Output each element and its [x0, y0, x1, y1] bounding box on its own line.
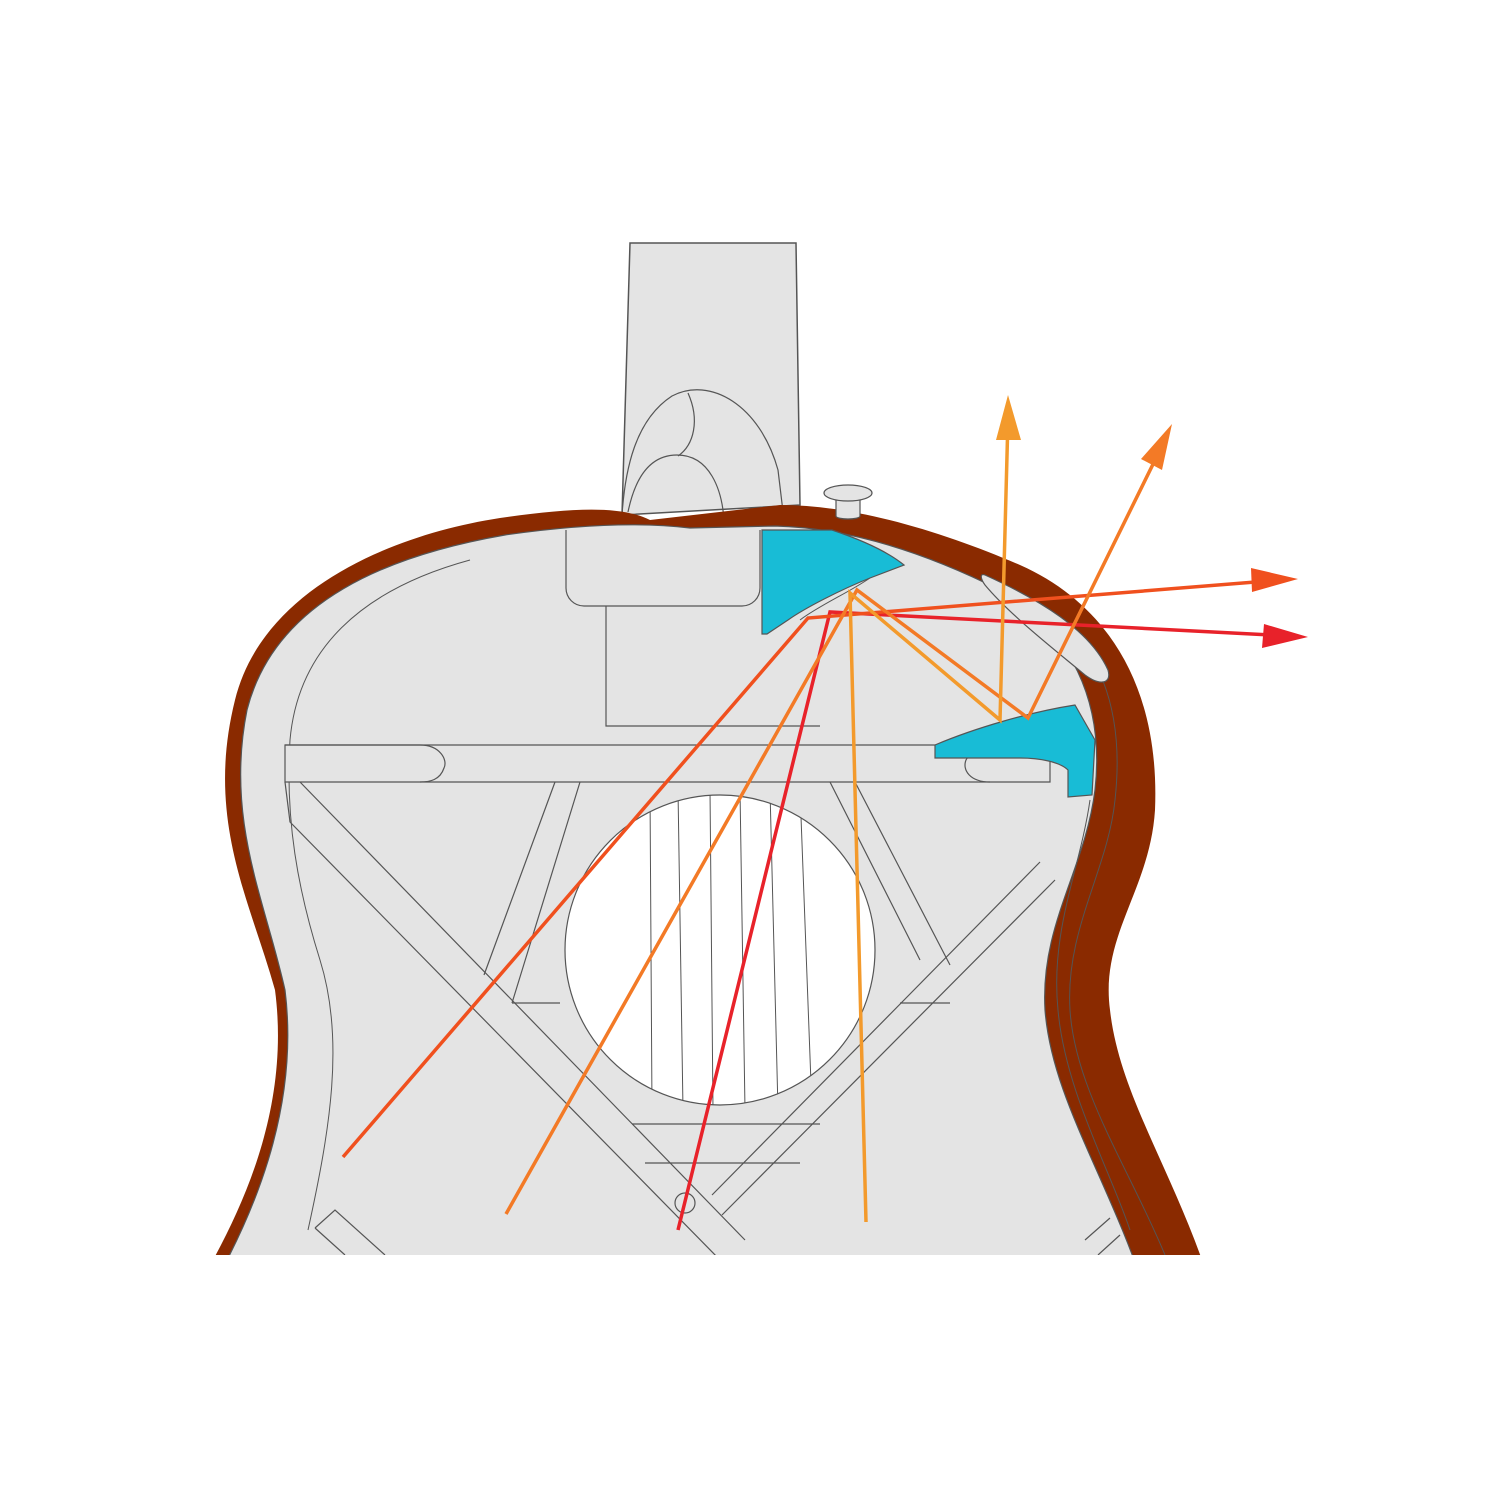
- arrowhead-icon: [1251, 568, 1298, 592]
- soundhole-back-braces: [649, 795, 813, 1105]
- arrowhead-icon: [1141, 424, 1172, 470]
- ray-amber-incoming: [848, 417, 1010, 1223]
- kerfing-line: [288, 559, 471, 1231]
- tone-bar-right: [829, 781, 951, 966]
- ray-red-incoming: [676, 610, 1291, 1231]
- arrowhead-icon: [1262, 624, 1308, 648]
- soundhole: [564, 794, 876, 1106]
- neck-heel-outer: [621, 389, 785, 521]
- arrowhead-icon: [996, 395, 1021, 440]
- upper-deflector: [761, 529, 906, 635]
- brace-joint: [674, 1192, 696, 1214]
- guitar-neck: [621, 242, 801, 521]
- neck-heel-inner: [627, 454, 725, 521]
- tone-bar-left: [483, 781, 581, 1004]
- strap-button-icon: [823, 484, 873, 520]
- lower-deflector: [934, 704, 1096, 798]
- ray-orange-incoming: [504, 449, 1162, 1215]
- soundhole-rim: [632, 1123, 820, 1164]
- internal-rays: [341, 417, 1291, 1231]
- neck-block: [565, 530, 820, 727]
- upper-transverse-brace: [284, 744, 1051, 783]
- neck-heel-ridge: [677, 392, 695, 457]
- kerfing-line-right: [1056, 799, 1131, 1231]
- x-brace: [284, 781, 1121, 1255]
- brace-bottom-left: [314, 1209, 386, 1255]
- arrowheads: [996, 395, 1308, 648]
- guitar-body-group: [215, 417, 1291, 1255]
- ray-orange-red-incoming: [341, 578, 1281, 1159]
- brace-bottom-right: [1084, 1217, 1121, 1255]
